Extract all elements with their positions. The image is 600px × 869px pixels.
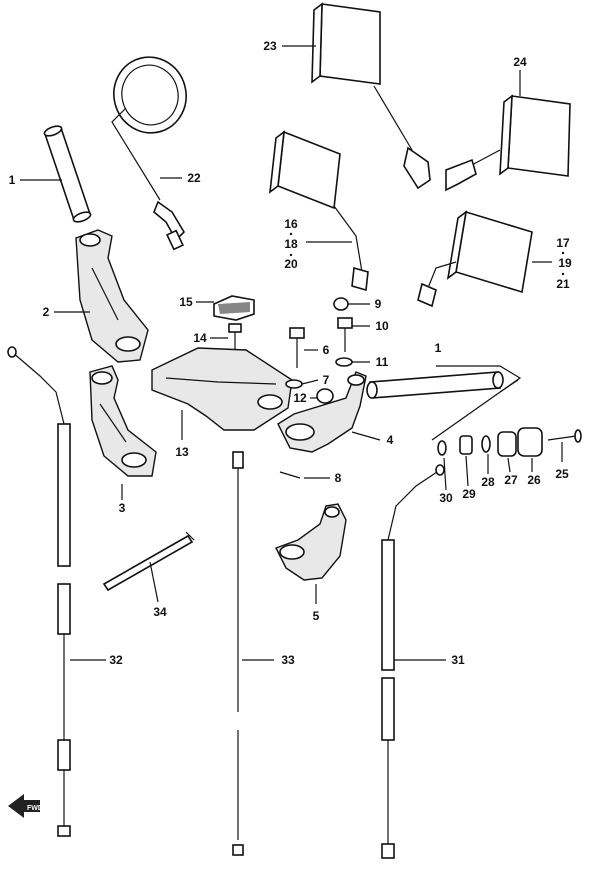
callout-27: 27 xyxy=(504,473,518,487)
round-mirror-part xyxy=(111,56,187,251)
mirror-17-19-21-part xyxy=(417,210,533,308)
pin-8-part xyxy=(279,471,301,479)
plug-12-part xyxy=(316,388,334,404)
bolt-6-part xyxy=(289,327,305,368)
callout-18: 18 xyxy=(284,237,298,251)
cable-32-part xyxy=(7,346,71,837)
callout-12: 12 xyxy=(293,391,307,405)
screw-25-part xyxy=(547,435,577,441)
leader-lines xyxy=(20,45,563,661)
clamp-15-part xyxy=(213,295,255,321)
callout-21: 21 xyxy=(556,277,570,291)
callout-25: 25 xyxy=(555,467,569,481)
callout-2: 2 xyxy=(43,305,50,319)
callout-19: 19 xyxy=(558,256,572,270)
mirror-16-18-20-part xyxy=(269,130,369,292)
front-direction-arrow-icon: FWD xyxy=(8,794,43,818)
washer-7-part xyxy=(285,379,303,389)
separator-dot xyxy=(561,272,565,276)
grip-left-part xyxy=(43,125,92,223)
callout-8: 8 xyxy=(335,471,342,485)
callout-4: 4 xyxy=(387,433,394,447)
damper-27-part xyxy=(497,431,517,457)
weight-26-part xyxy=(517,427,543,457)
callout-1: 1 xyxy=(9,173,16,187)
callout-13: 13 xyxy=(175,445,189,459)
callout-30: 30 xyxy=(439,491,453,505)
handlebar-end-assembly xyxy=(437,427,582,457)
callout-6: 6 xyxy=(323,343,330,357)
callout-26: 26 xyxy=(527,473,541,487)
mirror-24-part xyxy=(445,94,571,192)
top-bracket-13-part xyxy=(151,347,293,431)
cable-33-part xyxy=(232,451,244,856)
callout-29: 29 xyxy=(462,487,476,501)
callout-17: 17 xyxy=(556,236,570,250)
handlebar-grip-right-part xyxy=(366,371,504,399)
holder-4-part xyxy=(277,371,367,453)
callout-14: 14 xyxy=(193,331,207,345)
strap-34-part xyxy=(102,531,195,592)
holder-2-part xyxy=(75,229,149,363)
callout-22: 22 xyxy=(187,171,201,185)
holder-5-part xyxy=(275,503,347,581)
callout-15: 15 xyxy=(179,295,193,309)
washer-11-part xyxy=(335,357,353,367)
callout-1: 1 xyxy=(435,341,442,355)
callout-32: 32 xyxy=(109,653,123,667)
front-direction-label: FWD xyxy=(27,805,43,812)
callout-labels: 1 1 2 3 4 5 6 7 8 9 10 11 12 13 14 15 16… xyxy=(9,39,572,667)
spacer-29-part xyxy=(459,435,473,455)
separator-dot xyxy=(561,251,565,255)
callout-5: 5 xyxy=(313,609,320,623)
mirror-23-part xyxy=(311,2,431,190)
callout-16: 16 xyxy=(284,217,298,231)
separator-dot xyxy=(289,232,293,236)
callout-3: 3 xyxy=(119,501,126,515)
separator-dot xyxy=(289,253,293,257)
callout-7: 7 xyxy=(323,373,330,387)
callout-28: 28 xyxy=(481,475,495,489)
washer-28-part xyxy=(481,435,491,453)
callout-9: 9 xyxy=(375,297,382,311)
callout-23: 23 xyxy=(263,39,277,53)
callout-34: 34 xyxy=(153,605,167,619)
ring-30-part xyxy=(437,440,447,456)
cap-9-part xyxy=(333,297,349,311)
callout-10: 10 xyxy=(375,319,389,333)
cable-31-part xyxy=(381,464,445,859)
callout-20: 20 xyxy=(284,257,298,271)
holder-3-part xyxy=(89,365,157,477)
callout-33: 33 xyxy=(281,653,295,667)
callout-11: 11 xyxy=(376,355,389,369)
callout-31: 31 xyxy=(451,653,465,667)
bolt-10-part xyxy=(337,317,353,352)
callout-24: 24 xyxy=(513,55,527,69)
